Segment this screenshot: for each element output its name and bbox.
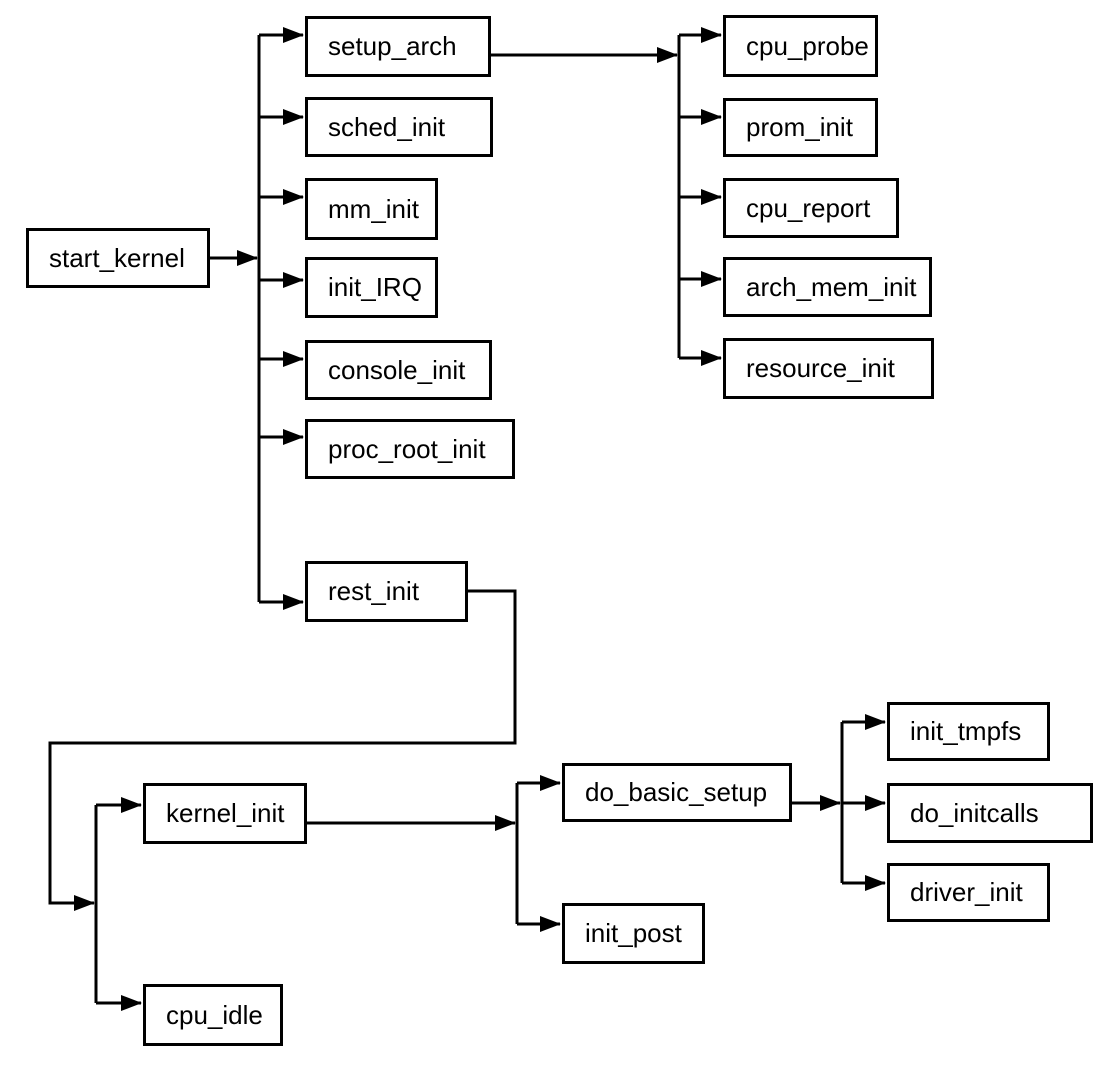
edge-rest_init-trunk [48,589,517,911]
node-driver-init: driver_init [887,863,1050,922]
node-label: cpu_report [746,192,871,223]
node-label: cpu_probe [746,30,869,61]
node-label: arch_mem_init [746,271,917,302]
node-rest-init: rest_init [305,561,468,622]
node-cpu-probe: cpu_probe [723,15,878,77]
node-do-basic-setup: do_basic_setup [562,763,792,822]
node-label: do_initcalls [910,797,1039,828]
node-console-init: console_init [305,340,492,400]
node-label: cpu_idle [166,999,263,1030]
node-label: resource_init [746,353,895,383]
node-do-initcalls: do_initcalls [887,783,1093,843]
node-label: proc_root_init [328,433,486,464]
node-mm-init: mm_init [305,178,438,240]
node-init-post: init_post [562,903,705,964]
node-proc-root-init: proc_root_init [305,419,515,479]
node-cpu-idle: cpu_idle [143,984,283,1046]
node-resource-init: resource_init [723,338,934,399]
node-prom-init: prom_init [723,98,878,157]
node-label: setup_arch [328,31,457,61]
node-start-kernel: start_kernel [26,228,210,288]
node-kernel-init: kernel_init [143,783,307,844]
node-label: prom_init [746,112,853,142]
node-label: init_tmpfs [910,716,1022,746]
node-cpu-report: cpu_report [723,178,899,238]
node-init-tmpfs: init_tmpfs [887,702,1050,761]
node-label: sched_init [328,111,446,142]
node-label: console_init [328,354,466,385]
node-label: start_kernel [49,242,185,273]
node-init-irq: init_IRQ [305,257,438,318]
node-label: kernel_init [166,798,285,828]
node-label: rest_init [328,576,420,606]
node-label: driver_init [910,877,1023,907]
node-sched-init: sched_init [305,97,493,157]
node-label: init_post [585,918,682,948]
node-label: mm_init [328,193,420,224]
node-label: do_basic_setup [585,777,768,807]
node-arch-mem-init: arch_mem_init [723,257,932,317]
node-setup-arch: setup_arch [305,16,491,77]
node-label: init_IRQ [328,272,422,302]
